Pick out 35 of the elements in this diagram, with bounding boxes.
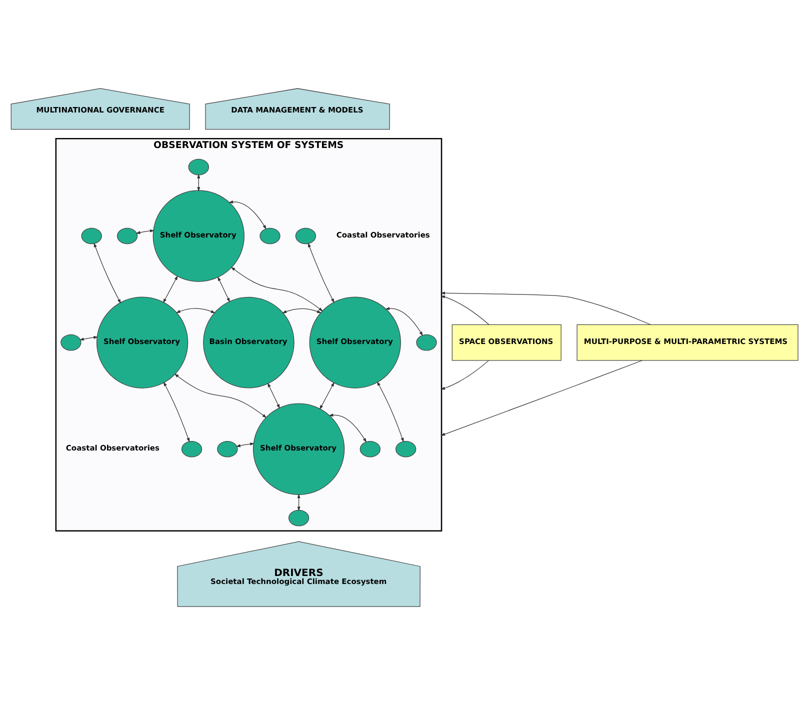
arrow	[94, 242, 121, 304]
node-circle	[116, 227, 138, 244]
node-circle	[396, 440, 416, 457]
node-circle	[295, 227, 316, 244]
arrow	[440, 291, 651, 324]
node-circle	[217, 440, 238, 457]
arrow	[228, 200, 266, 229]
node-circle	[60, 334, 82, 350]
arrow	[80, 335, 98, 340]
arrow	[320, 382, 334, 410]
node-circle	[188, 158, 209, 175]
arrow	[377, 380, 404, 442]
arrow	[328, 413, 367, 442]
arrow	[163, 381, 190, 442]
node-circle	[81, 227, 102, 244]
arrow	[440, 360, 489, 390]
arrow	[163, 275, 178, 303]
arrow	[136, 228, 154, 234]
arrow	[236, 442, 255, 447]
node-circle	[181, 440, 202, 457]
arrow	[174, 373, 267, 418]
arrow	[440, 360, 643, 436]
arrow	[282, 308, 322, 313]
node-circle	[416, 334, 437, 350]
arrow	[176, 308, 216, 313]
arrow	[297, 493, 300, 511]
arrow	[230, 266, 323, 311]
arrow	[385, 306, 423, 336]
node-circle	[260, 227, 280, 244]
arrow	[440, 294, 490, 324]
arrow	[218, 276, 230, 302]
node-circle	[360, 440, 380, 457]
arrow	[268, 382, 280, 408]
arrow	[308, 242, 334, 302]
node-circle	[288, 509, 310, 526]
